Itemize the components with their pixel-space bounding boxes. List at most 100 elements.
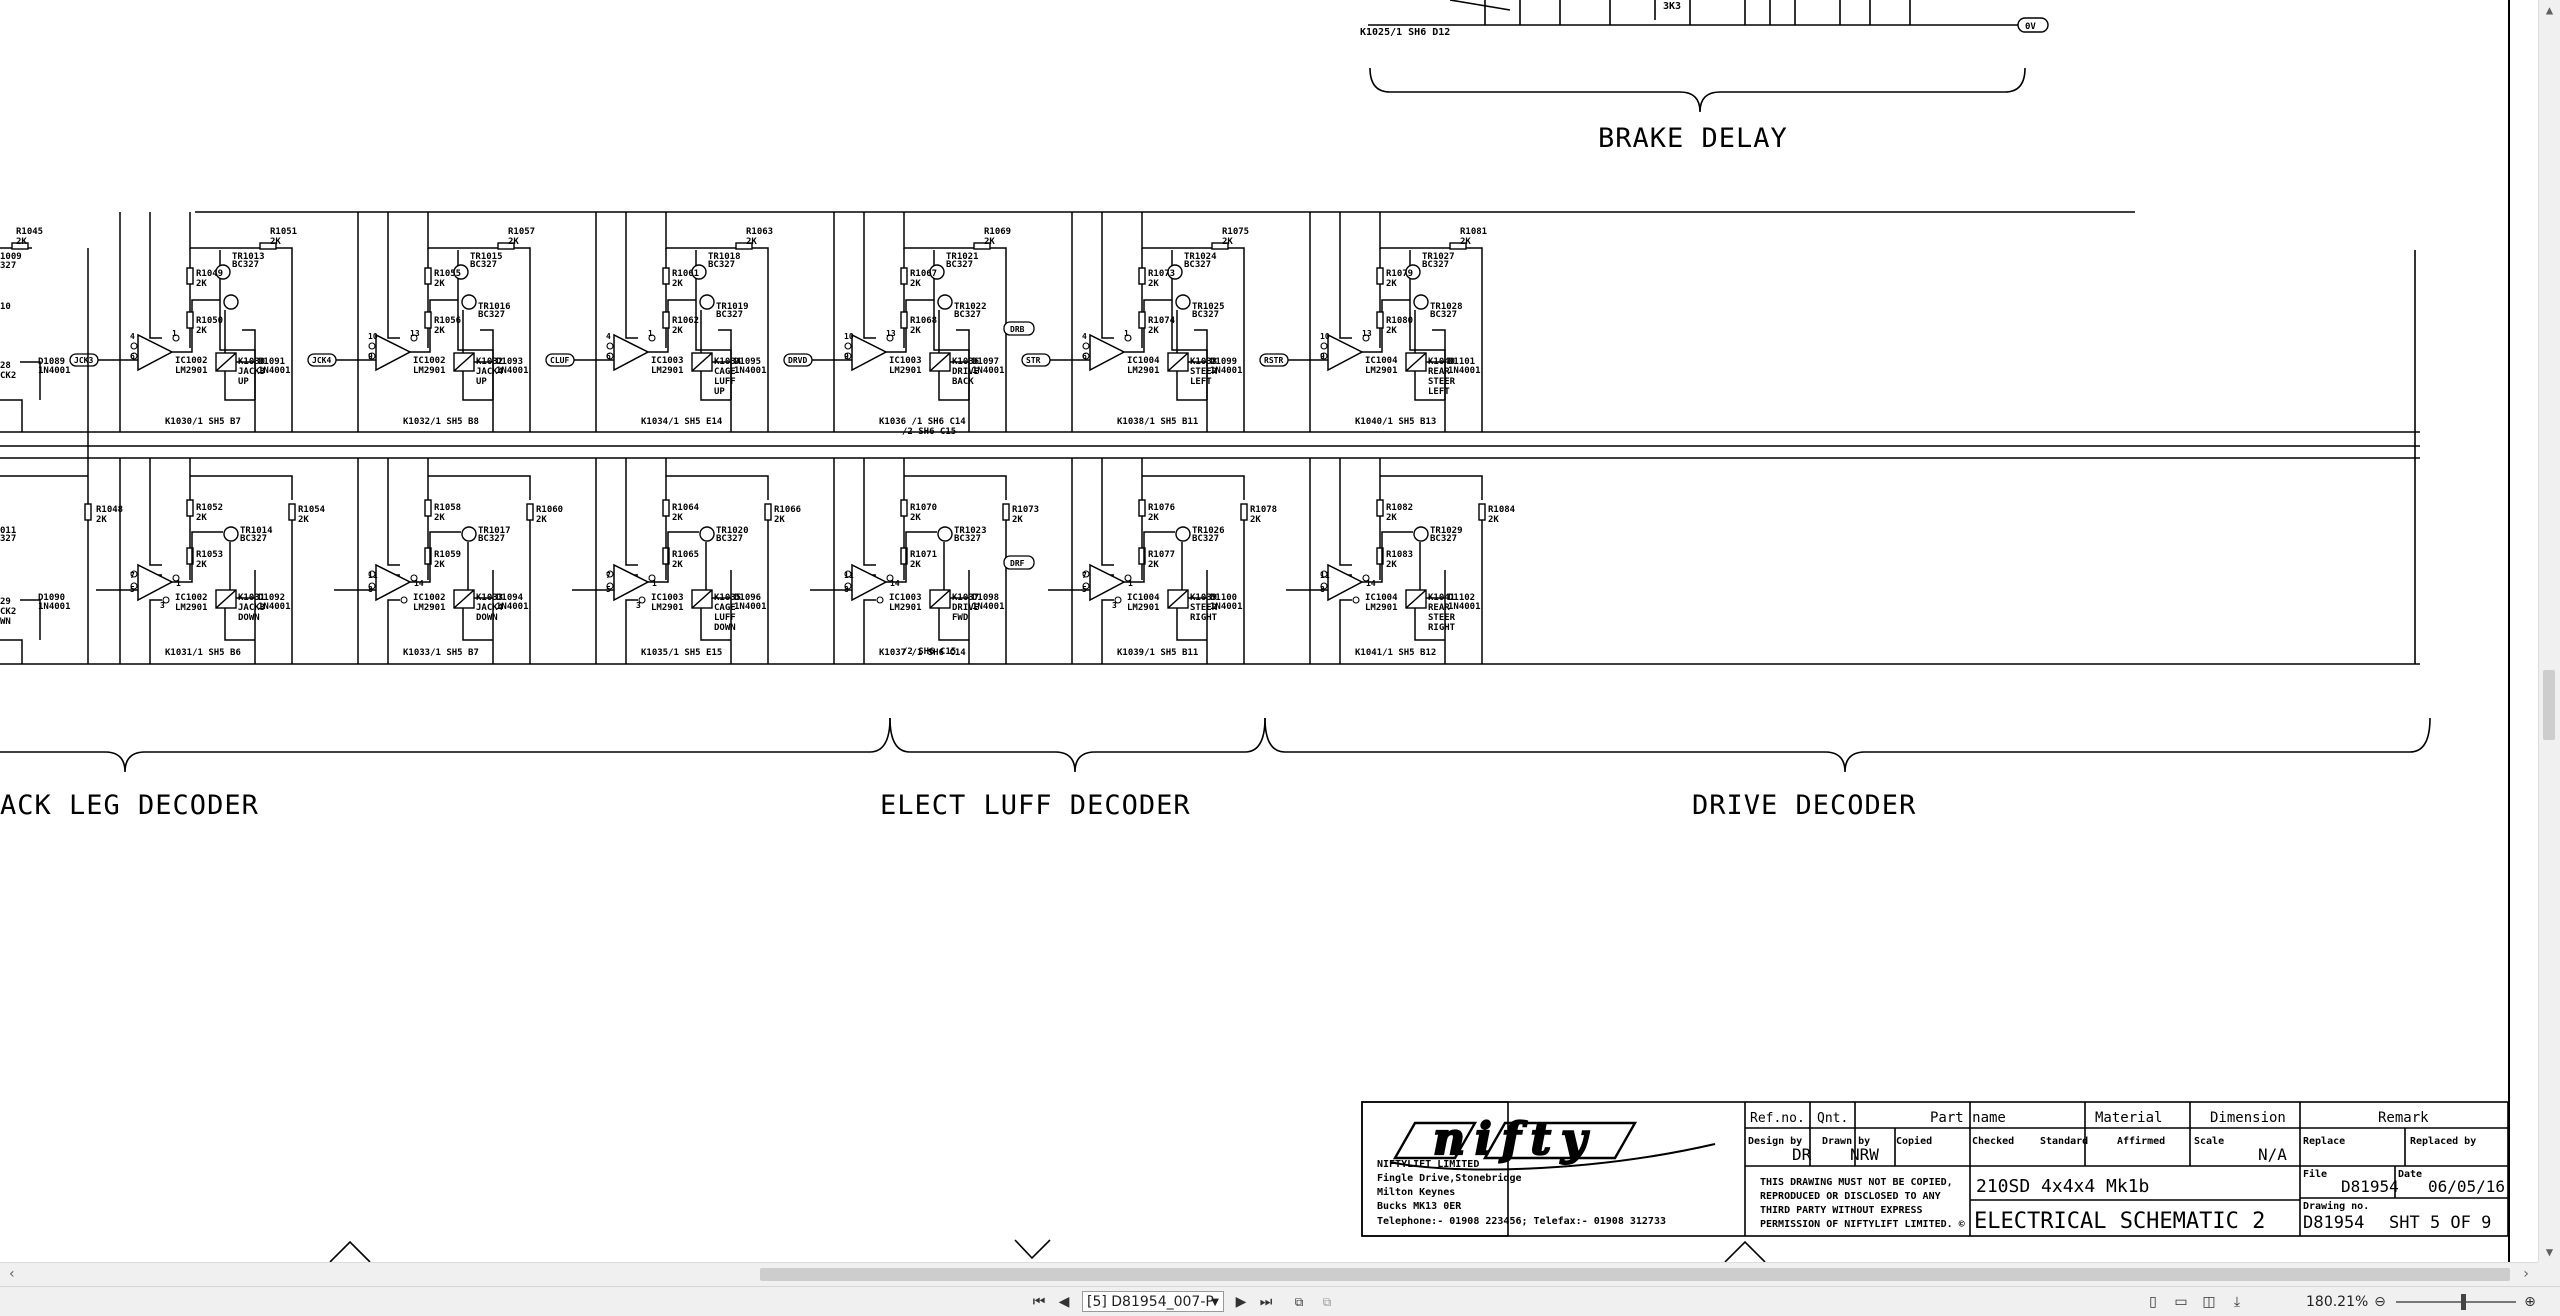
header-ref-no: Ref.no. xyxy=(1750,1111,1805,1126)
horizontal-scrollbar[interactable]: ‹ › xyxy=(0,1262,2538,1286)
ic-label: IC1004 xyxy=(1127,593,1160,603)
pin-label: 10 xyxy=(1320,332,1330,341)
transistor-label: TR1022 xyxy=(954,302,987,312)
decoder-block: STRR10752KR10732KR10742KTR1024BC327TR102… xyxy=(1021,212,1277,664)
ic-type: LM2901 xyxy=(175,366,208,376)
transistor-type: BC327 xyxy=(954,534,981,544)
diode-label: D1090 xyxy=(38,593,65,603)
diode-type: 1N4001 xyxy=(258,602,291,612)
copy-page-icon[interactable]: ⧉ xyxy=(1294,1295,1304,1309)
ic-type: LM2901 xyxy=(889,366,922,376)
decoder-block: CLUFR10632KR10612KR10622KTR1018BC327TR10… xyxy=(545,212,801,664)
header-dimension: Dimension xyxy=(2210,1110,2286,1126)
continuous-view-icon[interactable]: ▭ xyxy=(2174,1294,2188,1310)
zoom-in-icon[interactable]: ⊕ xyxy=(2524,1294,2536,1310)
transistor-label: TR1021 xyxy=(946,252,979,262)
schematic-drawing: JCK3R10512KR10492KR10502KTR1013BC327IC10… xyxy=(0,0,2509,1262)
relay-label: K1030 xyxy=(238,357,265,367)
paste-page-icon[interactable]: ⧉ xyxy=(1322,1295,1332,1309)
relay-ref: K1040/1 SH5 B13 xyxy=(1355,417,1436,427)
zoom-slider-thumb[interactable] xyxy=(2461,1294,2466,1310)
transistor-type: BC327 xyxy=(470,260,497,270)
last-page-icon[interactable]: ⏭ xyxy=(1259,1294,1273,1310)
page-selector[interactable]: [5] D81954_007-P▼ xyxy=(1082,1291,1224,1312)
diode-label: D1095 xyxy=(734,357,761,367)
zoom-level: 180.21% xyxy=(2306,1294,2369,1310)
relay-function: UP xyxy=(476,377,487,387)
file-label: File xyxy=(2303,1168,2327,1180)
net-tag: CLUF xyxy=(550,356,569,365)
relay-label: 10 xyxy=(0,302,11,312)
transistor-type: BC327 xyxy=(478,310,505,320)
scroll-right-icon[interactable]: › xyxy=(2521,1266,2531,1282)
ic-type: LM2901 xyxy=(1127,603,1160,613)
fit-page-icon[interactable]: ⤓ xyxy=(2233,1294,2241,1310)
relay-function: LUFF xyxy=(714,613,736,623)
transistor-type: BC327 xyxy=(1422,260,1449,270)
diode-label: D1099 xyxy=(1210,357,1237,367)
relay-function: CK2 xyxy=(0,371,16,381)
pin-label: 9 xyxy=(368,352,373,361)
pin-label: 14 xyxy=(414,579,424,588)
resistor-value: 2K xyxy=(434,279,445,289)
wiring xyxy=(0,0,2431,1262)
zoom-out-icon[interactable]: ⊖ xyxy=(2374,1294,2386,1310)
pin-label: 10 xyxy=(368,332,378,341)
resistor-label: R1078 xyxy=(1250,505,1277,515)
resistor-value: 2K xyxy=(672,279,683,289)
horizontal-scroll-thumb[interactable] xyxy=(760,1268,2510,1281)
pin-label: 4 xyxy=(130,332,135,341)
notice-line-3: THIRD PARTY WITHOUT EXPRESS xyxy=(1760,1205,1923,1216)
transistor-label: TR1014 xyxy=(240,526,273,536)
resistor-label: R1056 xyxy=(434,316,461,326)
net-tag: RSTR xyxy=(1264,356,1283,365)
decoder-blocks: JCK3R10512KR10492KR10502KTR1013BC327IC10… xyxy=(69,212,1516,664)
pin-label: 3 xyxy=(636,601,641,610)
ic-type: LM2901 xyxy=(413,366,446,376)
resistor-value: 2K xyxy=(434,560,445,570)
transistor-type: BC327 xyxy=(232,260,259,270)
date-value: 06/05/16 xyxy=(2428,1177,2505,1196)
ic-type: LM2901 xyxy=(413,603,446,613)
resistor-value: 2K xyxy=(1460,237,1471,247)
vertical-scrollbar[interactable]: ▲ ▼ xyxy=(2538,0,2560,1262)
company-line-4: Bucks MK13 0ER xyxy=(1377,1201,1462,1212)
zoom-slider-track[interactable] xyxy=(2396,1301,2516,1303)
ic-type: LM2901 xyxy=(889,603,922,613)
resistor-label: R1045 xyxy=(16,227,43,237)
relay-ref: /2 SH6 C15 xyxy=(902,427,956,437)
brake-delay-title: BRAKE DELAY xyxy=(1598,123,1788,154)
diode-label: D1094 xyxy=(496,593,524,603)
net-tag: DRVD xyxy=(788,356,807,365)
resistor-label: R1073 xyxy=(1012,505,1039,515)
elect-luff-decoder-title: ELECT LUFF DECODER xyxy=(880,790,1191,821)
resistor-value: 2K xyxy=(1148,560,1159,570)
resistor-label: R1060 xyxy=(536,505,563,515)
transistor-label: TR1020 xyxy=(716,526,749,536)
two-page-view-icon[interactable]: ◫ xyxy=(2202,1294,2216,1310)
first-page-icon[interactable]: ⏮ xyxy=(1032,1294,1046,1310)
logo-wordmark: nifty xyxy=(1433,1114,1597,1165)
resistor-value: 2K xyxy=(910,279,921,289)
resistor-value: 2K xyxy=(434,326,445,336)
scroll-up-icon[interactable]: ▲ xyxy=(2545,3,2554,17)
resistor-label: R1054 xyxy=(298,505,326,515)
resistor-label: R1049 xyxy=(196,269,223,279)
relay-function: REAR xyxy=(1428,603,1450,613)
single-page-view-icon[interactable]: ▯ xyxy=(2149,1294,2157,1310)
relay-label: K1035 xyxy=(714,593,741,603)
scroll-left-icon[interactable]: ‹ xyxy=(7,1266,17,1282)
previous-page-icon[interactable]: ◀ xyxy=(1058,1294,1070,1310)
resistor-value: 2K xyxy=(984,237,995,247)
page-border xyxy=(2508,0,2510,1262)
vertical-scroll-thumb[interactable] xyxy=(2543,670,2555,740)
resistor-value: 2K xyxy=(910,326,921,336)
next-page-icon[interactable]: ▶ xyxy=(1235,1294,1247,1310)
pin-label: 11 xyxy=(1320,571,1330,580)
scroll-down-icon[interactable]: ▼ xyxy=(2545,1245,2554,1259)
pin-label: 11 xyxy=(368,571,378,580)
relay-label: K1040 xyxy=(1428,357,1455,367)
diode-label: D1101 xyxy=(1448,357,1475,367)
resistor-label: R1065 xyxy=(672,550,699,560)
